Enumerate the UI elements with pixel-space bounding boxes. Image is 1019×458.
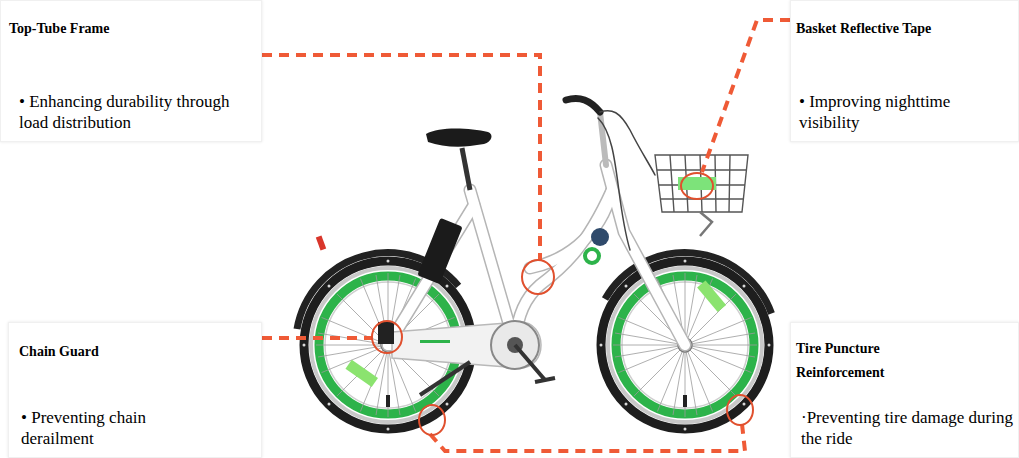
highlight-circle	[372, 321, 402, 353]
callout-text: ·Preventing tire damage during the ride	[801, 407, 1019, 449]
highlight-circle	[372, 173, 753, 435]
chain-guard	[378, 322, 394, 344]
handlebar	[566, 99, 655, 251]
callout-text: • Improving nighttime visibility	[799, 91, 1014, 133]
logo-ring	[585, 249, 599, 263]
bike-frame	[530, 190, 612, 268]
bike-frame	[388, 165, 685, 345]
callout-box: Tire Puncture Reinforcement ·Preventing t…	[790, 322, 1019, 458]
seat-post	[462, 148, 470, 190]
bike-frame	[388, 165, 685, 345]
lock-dot	[591, 228, 609, 246]
callout-box: Top-Tube Frame • Enhancing durability thr…	[0, 0, 262, 142]
spoke-reflector	[345, 360, 378, 387]
leader-line	[430, 424, 745, 451]
pedal	[515, 345, 555, 382]
callout-text: • Preventing chain derailment	[21, 407, 201, 449]
basket	[655, 155, 748, 212]
callout-heading: Basket Reflective Tape	[796, 17, 1016, 41]
chain-guard	[392, 322, 541, 368]
highlight-circle	[727, 395, 753, 425]
bike-frame	[388, 205, 474, 345]
bike-frame	[530, 190, 612, 268]
basket	[700, 212, 712, 236]
callout-box: Basket Reflective Tape • Improving nightt…	[790, 0, 1019, 142]
bike-frame	[515, 190, 612, 340]
handlebar	[566, 99, 600, 113]
basket	[655, 155, 748, 236]
basket	[657, 170, 746, 199]
rear-light	[316, 235, 326, 250]
bike-frame	[515, 190, 612, 340]
handlebar	[600, 112, 606, 165]
battery	[417, 218, 462, 284]
callout-heading: Top-Tube Frame	[9, 17, 249, 41]
leader-line	[702, 20, 790, 172]
spoke-reflector	[697, 281, 726, 313]
leader-line	[262, 55, 540, 260]
chain-guard	[420, 340, 450, 343]
bike-frame	[388, 205, 474, 345]
callout-box: Chain Guard • Preventing chain derailment	[8, 322, 262, 458]
seat-post	[462, 148, 470, 190]
saddle	[426, 129, 491, 147]
callout-text: • Enhancing durability through load dist…	[19, 91, 257, 133]
basket	[670, 155, 730, 212]
highlight-circle	[419, 405, 445, 435]
highlight-circle	[522, 260, 554, 294]
leader-line	[262, 20, 790, 451]
leader-line	[262, 336, 372, 340]
handlebar	[600, 111, 655, 175]
kickstand	[420, 362, 470, 395]
highlight-circle	[681, 173, 713, 199]
callout-heading: Tire Puncture Reinforcement	[796, 337, 926, 385]
bike-frame	[388, 165, 685, 345]
callout-heading: Chain Guard	[19, 340, 249, 364]
